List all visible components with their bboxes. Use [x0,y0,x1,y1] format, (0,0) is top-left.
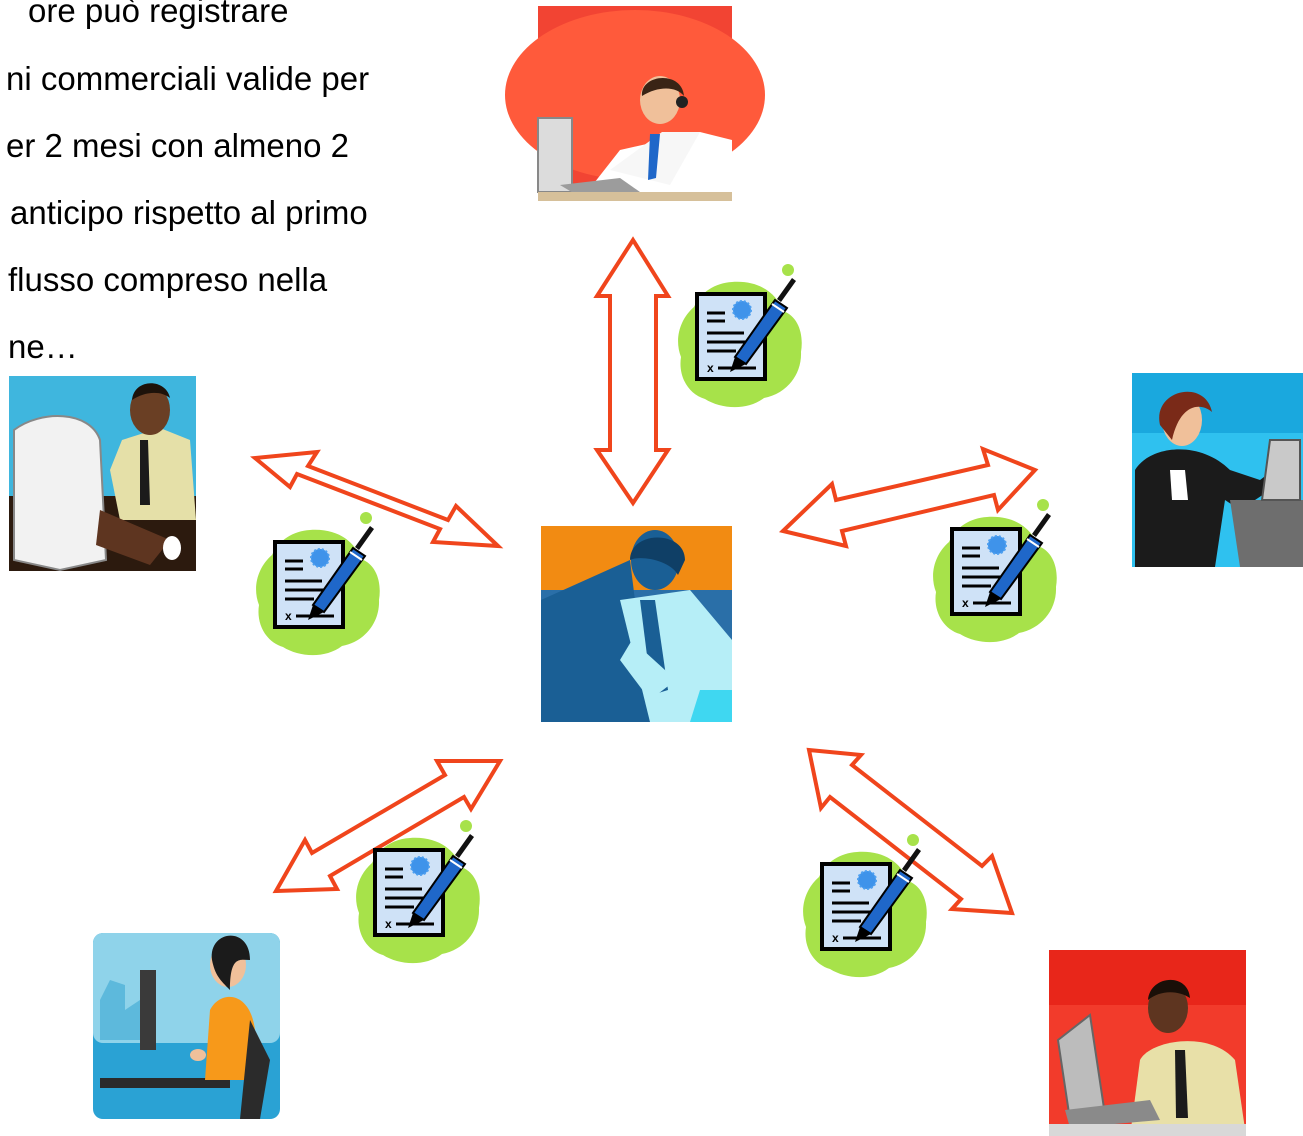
text-line-4: anticipo rispetto al primo [10,194,368,231]
arrow-top [593,236,672,507]
contract-icon-top [676,262,804,410]
woman-desk-icon [93,933,280,1119]
arrow-left [250,449,504,549]
computer-worker-icon [9,376,196,572]
text-line-1: ore può registrare [28,0,289,29]
man-laptop-icon [1049,950,1246,1136]
businesswoman-laptop-icon [1132,373,1303,567]
text-line-5: flusso compreso nella [8,261,328,298]
text-line-3: er 2 mesi con almeno 2 [6,127,350,164]
arrow-bottom-right [806,747,1015,916]
contract-icon-left [254,510,382,658]
arrow-right [778,445,1039,549]
arrow-bottom-left [272,759,504,894]
central-manager-icon [541,526,732,722]
text-line-6: ne… [8,328,78,365]
text-line-2: ni commerciali valide per [6,60,370,97]
contract-icon-right [931,497,1059,645]
headset-operator-icon [505,6,765,201]
